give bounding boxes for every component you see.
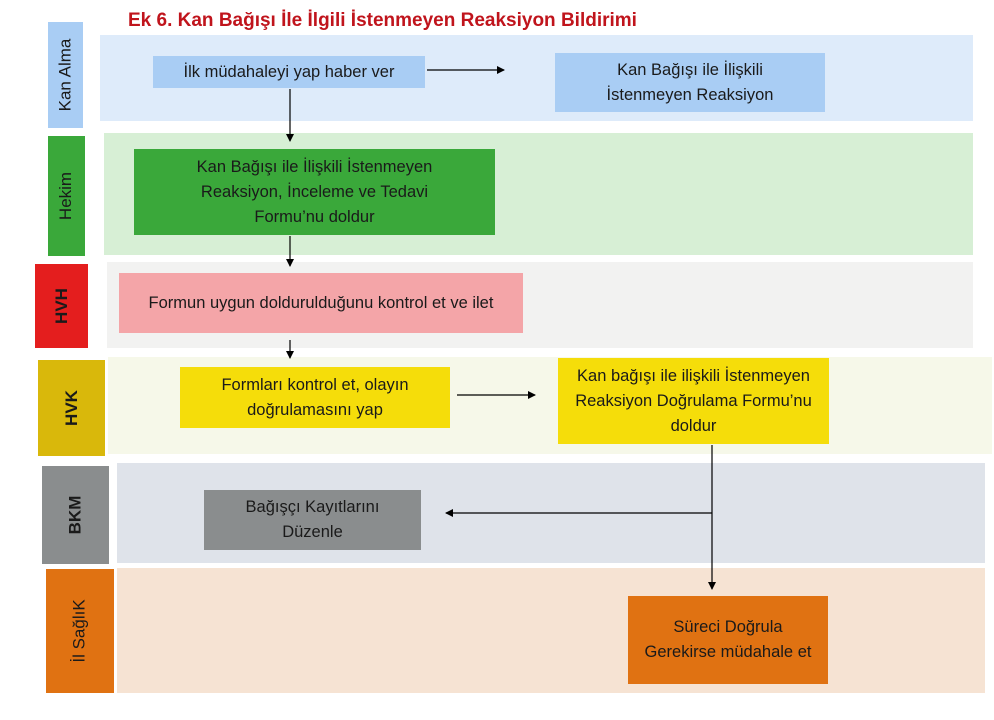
lane-label-bkm: BKM bbox=[42, 466, 109, 564]
step-bkm-duzenle: Bağışçı Kayıtlarını Düzenle bbox=[204, 490, 421, 550]
step-hekim-form: Kan Bağışı ile İlişkili İstenmeyen Reaks… bbox=[134, 149, 495, 235]
lane-label-hvk: HVK bbox=[38, 360, 105, 456]
step-hvh-kontrol: Formun uygun doldurulduğunu kontrol et v… bbox=[119, 273, 523, 333]
step-kan-alma-reaksiyon: Kan Bağışı ile İlişkili İstenmeyen Reaks… bbox=[555, 53, 825, 112]
lane-label-il-saglik: İl SağlıK bbox=[46, 569, 114, 693]
lane-label-hvh: HVH bbox=[35, 264, 88, 348]
step-hvk-kontrol: Formları kontrol et, olayın doğrulamasın… bbox=[180, 367, 450, 428]
step-hvk-form: Kan bağışı ile ilişkili İstenmeyen Reaks… bbox=[558, 358, 829, 444]
diagram-title: Ek 6. Kan Bağışı İle İlgili İstenmeyen R… bbox=[128, 10, 637, 31]
lane-label-hekim: Hekim bbox=[48, 136, 85, 256]
lane-bg-il-saglik bbox=[117, 568, 985, 693]
lane-label-kan-alma: Kan Alma bbox=[48, 22, 83, 128]
step-il-saglik: Süreci Doğrula Gerekirse müdahale et bbox=[628, 596, 828, 684]
step-ilk-mudahale: İlk müdahaleyi yap haber ver bbox=[153, 56, 425, 88]
